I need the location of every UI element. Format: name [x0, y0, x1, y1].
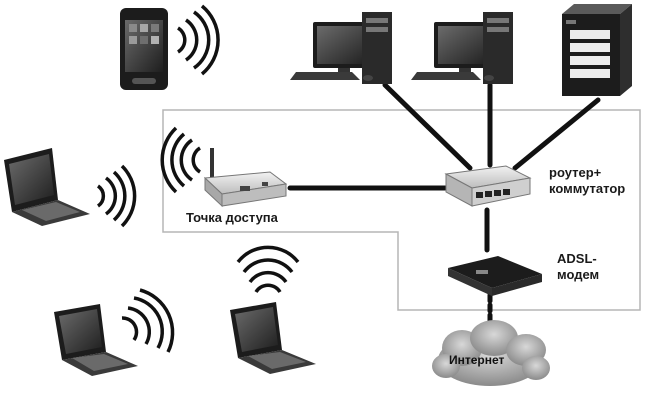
cable-pc1-router — [382, 82, 473, 171]
wireless-access-point-icon — [203, 148, 288, 208]
nas-server-icon — [562, 4, 632, 96]
desktop-pc-icon — [290, 12, 392, 84]
wifi-waves-icon — [96, 164, 137, 228]
router-switch-icon — [444, 165, 532, 207]
wifi-waves-icon — [236, 245, 300, 294]
smartphone-icon — [120, 8, 168, 90]
router-label-line-1: роутер+ — [549, 165, 602, 180]
internet-cloud-icon — [432, 320, 550, 386]
wifi-waves-icon — [121, 288, 175, 353]
adsl-modem-label: ADSL- модем — [557, 251, 599, 283]
lan-boundary — [162, 109, 641, 311]
adsl-label-line-1: ADSL- — [557, 251, 597, 266]
laptop-icon — [4, 148, 90, 226]
laptop-icon — [54, 304, 138, 376]
wifi-waves-icon — [160, 126, 202, 194]
adsl-label-line-2: модем — [557, 267, 600, 282]
cables — [287, 82, 601, 328]
cable-nas-router — [512, 97, 601, 171]
internet-label: Интернет — [449, 353, 505, 367]
laptop-icon — [230, 302, 316, 374]
adsl-modem-icon — [448, 256, 542, 296]
router-label-line-2: коммутатор — [549, 181, 626, 196]
access-point-label: Точка доступа — [186, 210, 278, 225]
wifi-waves-icon — [176, 4, 220, 76]
router-switch-label: роутер+ коммутатор — [549, 165, 625, 197]
desktop-pc-icon — [411, 12, 513, 84]
